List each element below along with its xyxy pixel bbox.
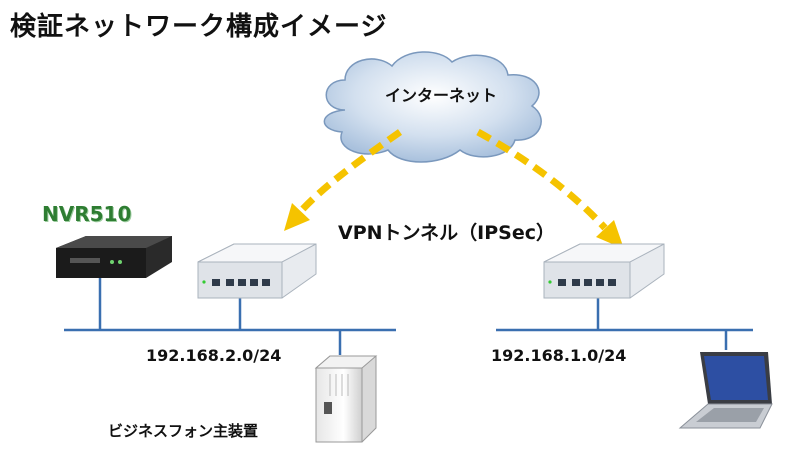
tunnel-arrow-right	[476, 128, 608, 231]
router-white-icon-left	[197, 243, 317, 299]
vpn-tunnel-arrows	[284, 128, 624, 249]
router-black-icon	[56, 236, 172, 278]
tunnel-arrowhead-left	[284, 203, 310, 231]
pbx-label: ビジネスフォン主装置	[108, 422, 259, 440]
network-left-address: 192.168.2.0/24	[146, 346, 282, 365]
lan-right	[496, 298, 753, 350]
page-title: 検証ネットワーク構成イメージ	[10, 12, 388, 42]
cloud-icon	[323, 51, 542, 163]
router-label: NVR510	[42, 202, 132, 226]
network-right-address: 192.168.1.0/24	[491, 346, 627, 365]
tunnel-arrow-left	[297, 129, 403, 215]
router-white-icon-right	[543, 243, 665, 299]
lan-left	[64, 278, 396, 355]
pbx-server-icon	[314, 355, 378, 443]
laptop-icon	[678, 352, 773, 429]
tunnel-arrowhead-right	[596, 220, 624, 249]
cloud-label: インターネット	[385, 86, 498, 105]
vpn-tunnel-label: VPNトンネル（IPSec）	[338, 222, 555, 244]
